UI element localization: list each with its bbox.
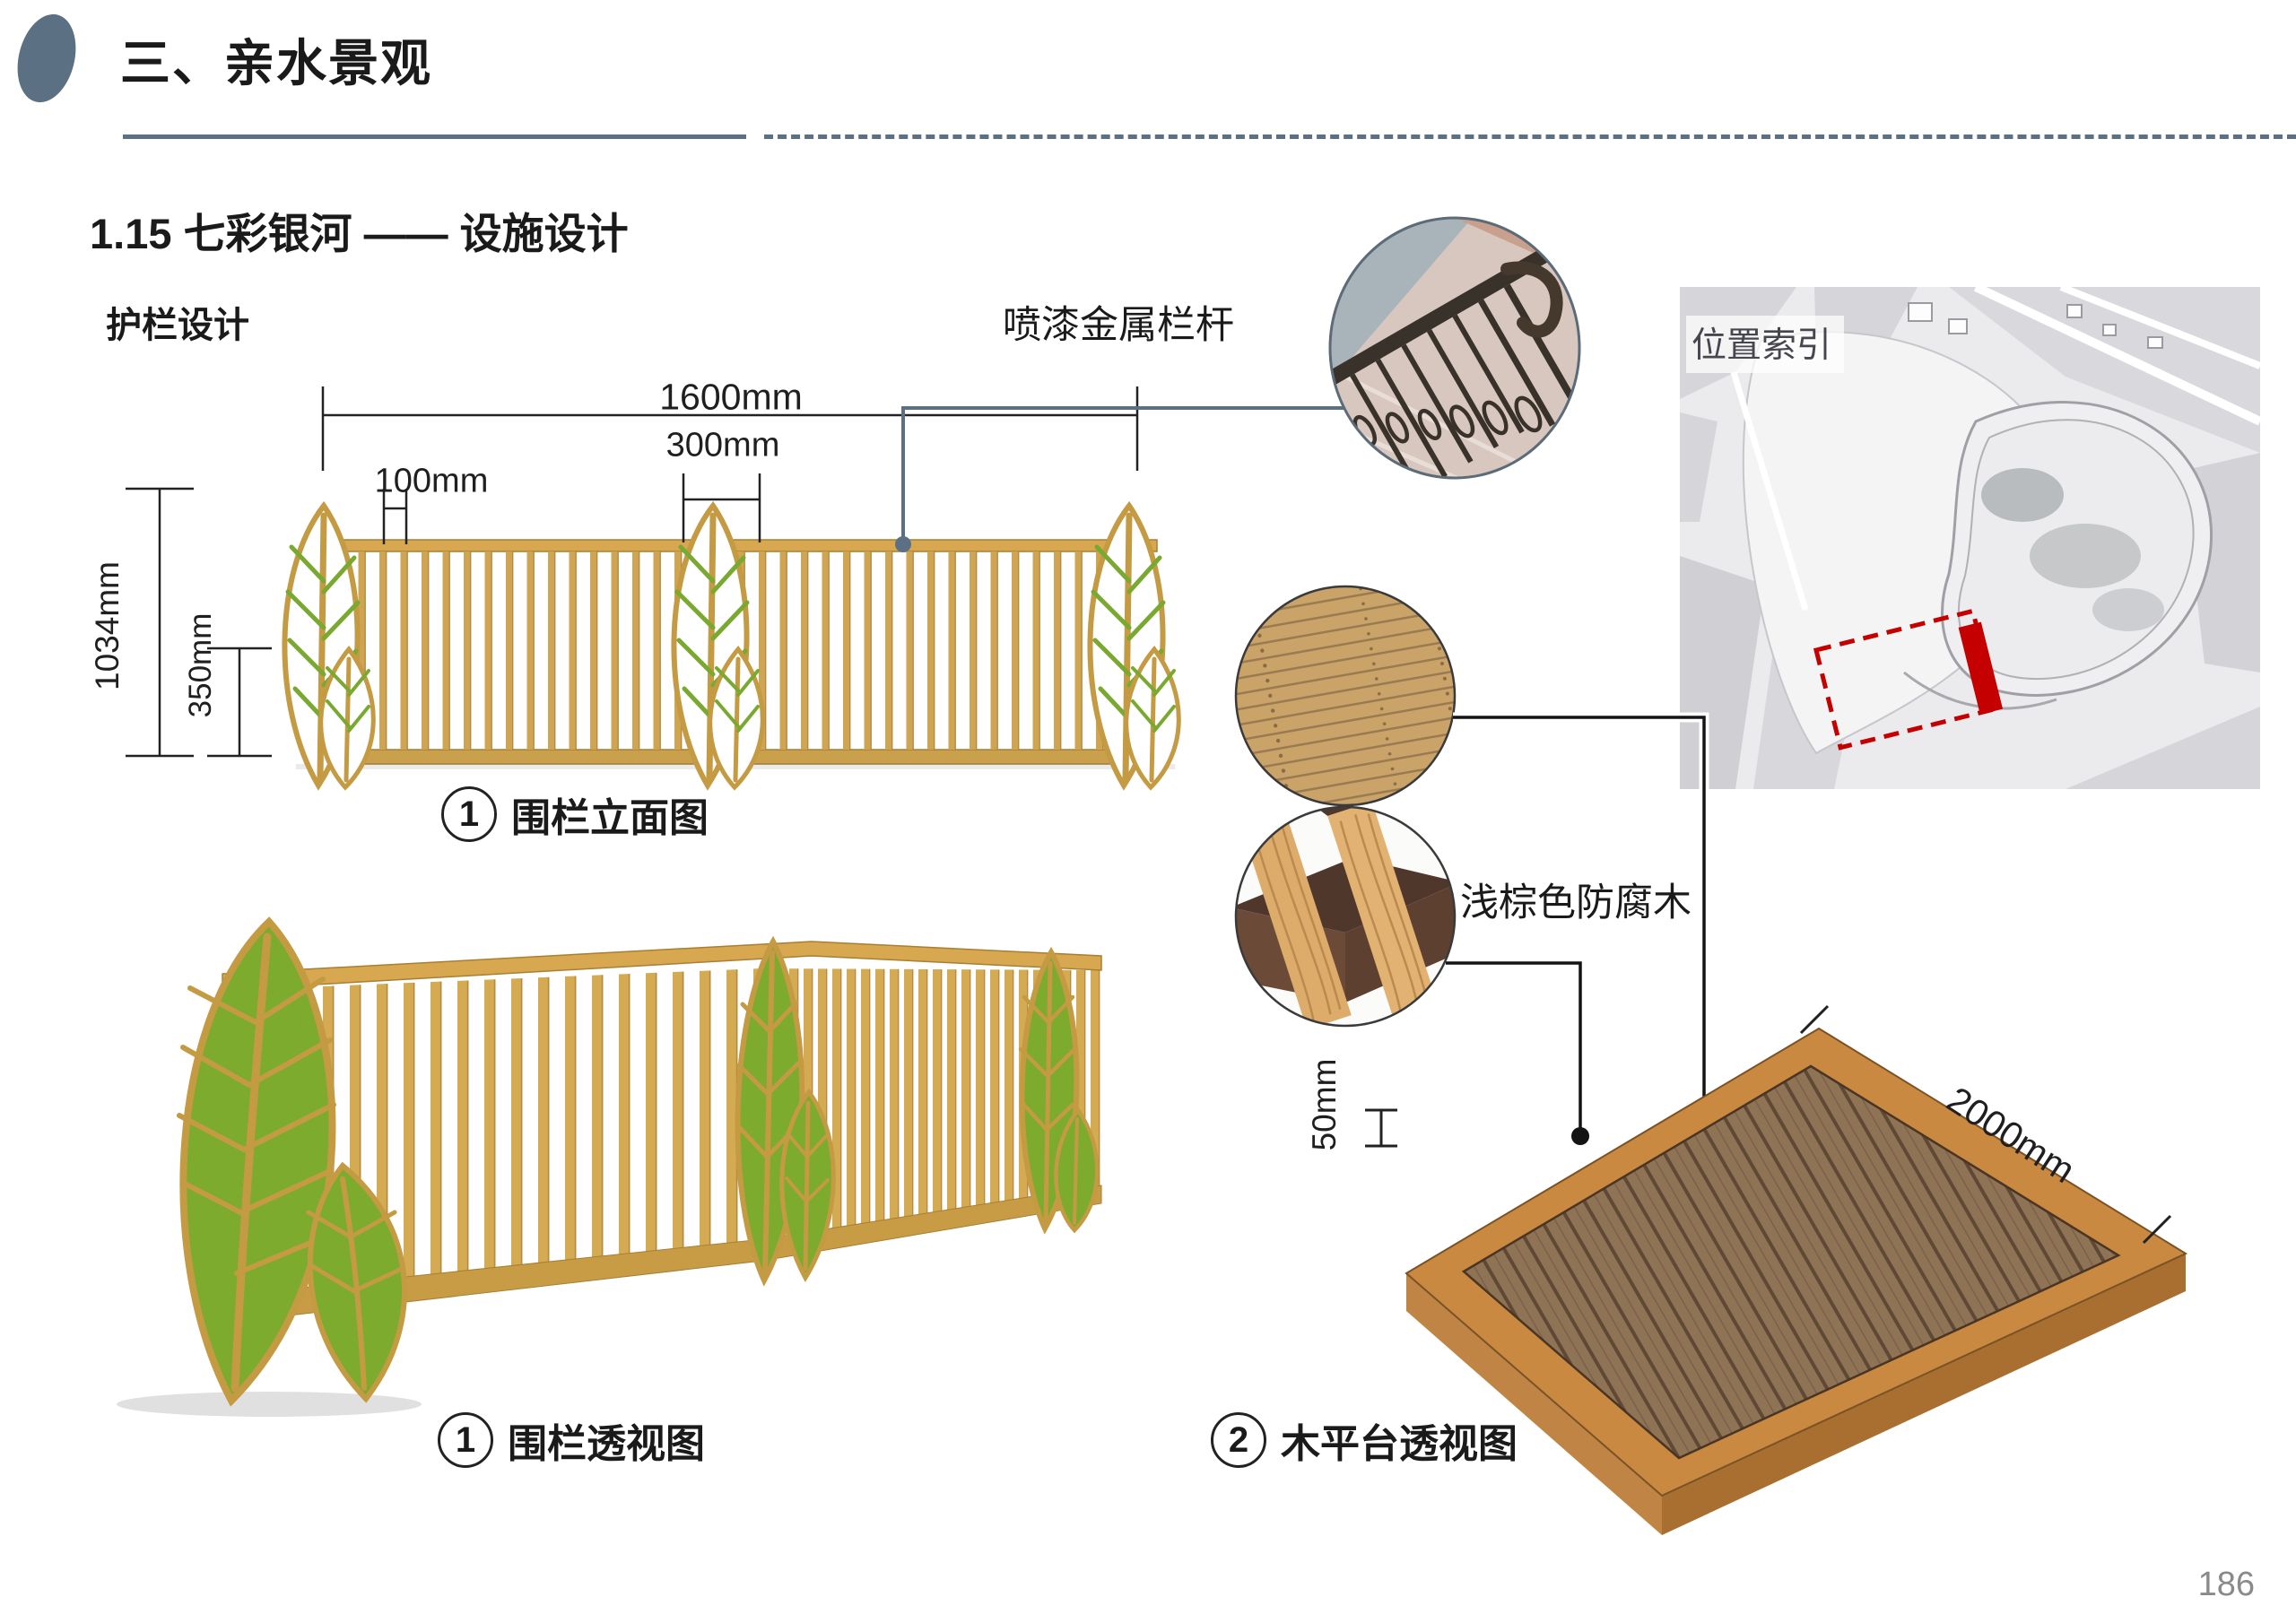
header-divider-solid [123,135,746,139]
header-blob-icon [17,13,76,103]
dim-fence-height: 1034mm [89,561,126,690]
caption-text: 围栏立面图 [511,796,709,840]
dim-deck-thickness: 50mm [1306,1058,1343,1151]
dim-fence-total-width: 1600mm [659,376,803,418]
caption-text: 木平台透视图 [1281,1422,1518,1466]
metal-railing-connector [895,406,1345,552]
railing-design-label: 护栏设计 [106,306,249,345]
caption-fence-elevation: 1 围栏立面图 [441,785,709,843]
light-brown-wood-label: 浅棕色防腐木 [1460,881,1692,924]
caption-number-badge: 1 [441,786,497,842]
caption-text: 围栏透视图 [508,1422,705,1466]
dim-lower-height: 350mm [183,612,218,718]
deck-drawing [1365,1004,2188,1535]
caption-fence-perspective: 1 围栏透视图 [438,1411,705,1469]
page-title: 1.15 七彩银河 —— 设施设计 [90,210,629,257]
metal-railing-photo [1328,216,1581,480]
location-index-label: 位置索引 [1686,316,1845,373]
dimension-lines [126,386,1139,758]
caption-deck-perspective: 2 木平台透视图 [1211,1411,1518,1469]
wood-joint-photo [1234,805,1457,1028]
site-highlight [1813,608,2004,751]
caption-number-badge: 1 [438,1412,493,1468]
fence-perspective-drawing [117,916,1102,1417]
fence-elevation-drawing [282,500,1181,791]
dim-post-width: 300mm [665,426,780,464]
dim-baluster-spacing: 100mm [374,462,489,500]
page-number: 186 [2197,1566,2255,1603]
header-divider-dashed [764,135,2296,139]
painted-metal-railing-label: 喷漆金属栏杆 [1003,304,1234,347]
caption-number-badge: 2 [1211,1412,1266,1468]
section-title: 三、亲水景观 [120,35,432,91]
wood-plank-photo [1234,585,1457,807]
location-map [1680,287,2260,789]
